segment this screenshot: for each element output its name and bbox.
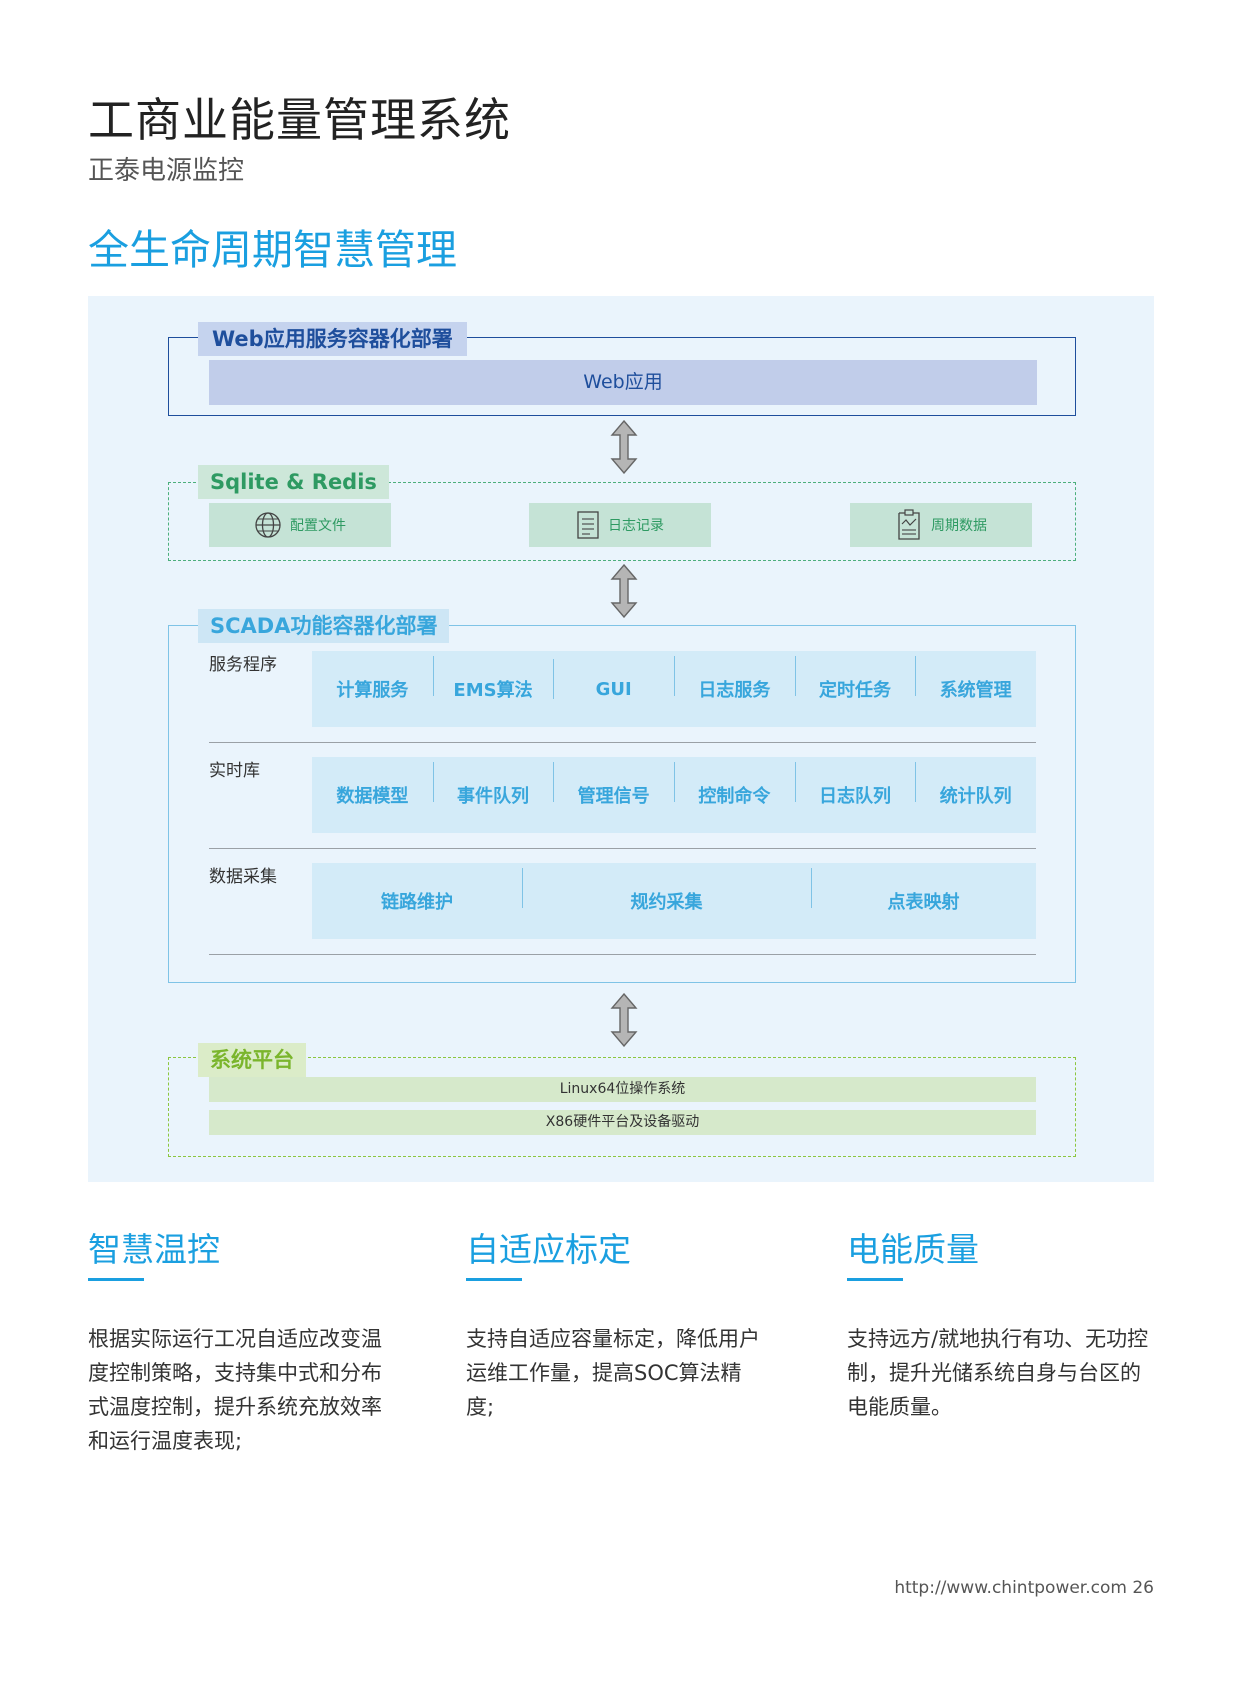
feature-text-power-quality: 支持远方/就地执行有功、无功控 制，提升光储系统自身与台区的 电能质量。 [847, 1322, 1162, 1424]
globe-icon [255, 512, 281, 538]
text-line: 制，提升光储系统自身与台区的 [847, 1361, 1141, 1385]
service-cell: 计算服务 [336, 680, 409, 701]
realtime-cell: 数据模型 [336, 786, 409, 807]
text-line: 度; [466, 1395, 495, 1419]
feature-text-temp-control: 根据实际运行工况自适应改变温 度控制策略，支持集中式和分布 式温度控制，提升系统… [88, 1322, 403, 1458]
double-arrow-icon [610, 564, 638, 618]
footer: http://www.chintpower.com 26 [894, 1578, 1154, 1598]
storage-item-label: 配置文件 [290, 518, 346, 534]
realtime-cell: 事件队列 [432, 762, 554, 808]
service-cell: GUI [553, 658, 674, 700]
row-divider [209, 848, 1036, 849]
realtime-cell: 日志队列 [794, 762, 916, 808]
feature-text-calibration: 支持自适应容量标定，降低用户 运维工作量，提高SOC算法精 度; [466, 1322, 781, 1424]
feature-rule [466, 1278, 522, 1281]
text-line: 电能质量。 [847, 1395, 952, 1419]
service-cell: 定时任务 [794, 656, 916, 702]
row-divider [209, 954, 1036, 955]
service-cell: 系统管理 [915, 656, 1036, 702]
storage-item-label: 周期数据 [931, 518, 987, 534]
footer-url[interactable]: http://www.chintpower.com [894, 1578, 1127, 1598]
scada-section-label: SCADA功能容器化部署 [198, 609, 450, 643]
platform-hardware-bar: X86硬件平台及设备驱动 [209, 1110, 1036, 1135]
acquisition-cell: 规约采集 [522, 868, 811, 914]
row-realtime-db: 数据模型 事件队列 管理信号 控制命令 日志队列 统计队列 [312, 757, 1036, 833]
feature-rule [88, 1278, 144, 1281]
feature-rule [847, 1278, 903, 1281]
storage-item-config: 配置文件 [209, 503, 391, 547]
row-data-acquisition: 链路维护 规约采集 点表映射 [312, 863, 1036, 939]
realtime-cell: 统计队列 [915, 762, 1036, 808]
page-subtitle: 正泰电源监控 [88, 156, 245, 186]
text-line: 支持远方/就地执行有功、无功控 [847, 1327, 1149, 1351]
row-label-realtime-db: 实时库 [209, 761, 260, 781]
feature-title-calibration: 自适应标定 [466, 1230, 631, 1269]
chart-document-icon [898, 509, 920, 540]
storage-section-label: Sqlite & Redis [198, 465, 389, 499]
feature-title-power-quality: 电能质量 [847, 1230, 979, 1269]
service-cell: EMS算法 [432, 656, 554, 702]
row-label-data-acquisition: 数据采集 [209, 867, 277, 887]
text-line: 运维工作量，提高SOC算法精 [466, 1361, 742, 1385]
double-arrow-icon [610, 993, 638, 1047]
text-line: 式温度控制，提升系统充放效率 [88, 1395, 382, 1419]
storage-section-box [168, 482, 1076, 561]
page-number: 26 [1132, 1578, 1154, 1598]
platform-os-bar: Linux64位操作系统 [209, 1077, 1036, 1102]
row-divider [209, 742, 1036, 743]
text-line: 和运行温度表现; [88, 1429, 243, 1453]
web-app-bar: Web应用 [209, 360, 1037, 405]
section-heading: 全生命周期智慧管理 [88, 226, 457, 274]
text-line: 度控制策略，支持集中式和分布 [88, 1361, 382, 1385]
web-section-label: Web应用服务容器化部署 [198, 322, 467, 356]
scada-section-box [168, 625, 1076, 983]
realtime-cell: 管理信号 [553, 762, 674, 808]
web-section-box [168, 337, 1076, 416]
storage-item-log: 日志记录 [529, 503, 711, 547]
document-icon [577, 511, 599, 539]
storage-item-label: 日志记录 [608, 518, 664, 534]
platform-section-box [168, 1057, 1076, 1157]
row-services: 计算服务 EMS算法 GUI 日志服务 定时任务 系统管理 [312, 651, 1036, 727]
acquisition-cell: 链路维护 [381, 892, 453, 913]
acquisition-cell: 点表映射 [811, 868, 1036, 914]
double-arrow-icon [610, 420, 638, 474]
service-cell: 日志服务 [674, 656, 795, 702]
realtime-cell: 控制命令 [674, 762, 795, 808]
text-line: 根据实际运行工况自适应改变温 [88, 1327, 382, 1351]
text-line: 支持自适应容量标定，降低用户 [466, 1327, 760, 1351]
storage-item-periodic: 周期数据 [850, 503, 1032, 547]
platform-section-label: 系统平台 [198, 1043, 306, 1077]
row-label-services: 服务程序 [209, 655, 277, 675]
page-title: 工商业能量管理系统 [88, 93, 511, 147]
feature-title-temp-control: 智慧温控 [88, 1230, 220, 1269]
